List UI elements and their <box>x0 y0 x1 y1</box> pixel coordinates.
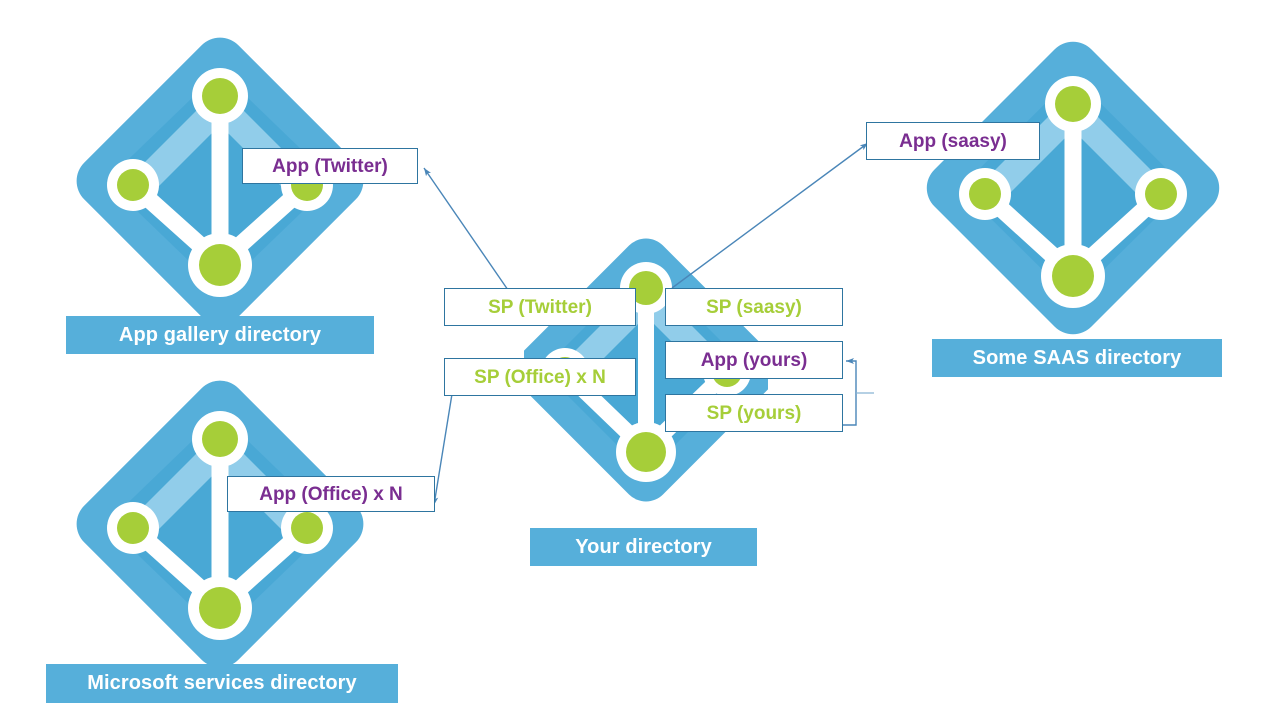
arrow-sp-saasy-to-app-saasy <box>671 142 869 289</box>
azure-ad-directory-icon <box>76 37 364 325</box>
label-sp-twitter[interactable]: SP (Twitter) <box>444 288 636 326</box>
label-app-yours[interactable]: App (yours) <box>665 341 843 379</box>
arrow-sp-twitter-to-app-twitter <box>423 167 509 291</box>
directory-caption-microsoft-services: Microsoft services directory <box>46 664 398 703</box>
label-sp-saasy[interactable]: SP (saasy) <box>665 288 843 326</box>
bracket-app-yours-sp-yours <box>842 358 857 426</box>
directory-icon-app-gallery <box>62 25 378 337</box>
label-app-office[interactable]: App (Office) x N <box>227 476 435 512</box>
arrow-sp-office-to-app-office <box>432 393 453 506</box>
directory-caption-some-saas: Some SAAS directory <box>932 339 1222 377</box>
directory-caption-your-directory: Your directory <box>530 528 757 566</box>
label-app-saasy[interactable]: App (saasy) <box>866 122 1040 160</box>
label-sp-office[interactable]: SP (Office) x N <box>444 358 636 396</box>
label-app-twitter[interactable]: App (Twitter) <box>242 148 418 184</box>
directory-caption-app-gallery: App gallery directory <box>66 316 374 354</box>
label-sp-yours[interactable]: SP (yours) <box>665 394 843 432</box>
